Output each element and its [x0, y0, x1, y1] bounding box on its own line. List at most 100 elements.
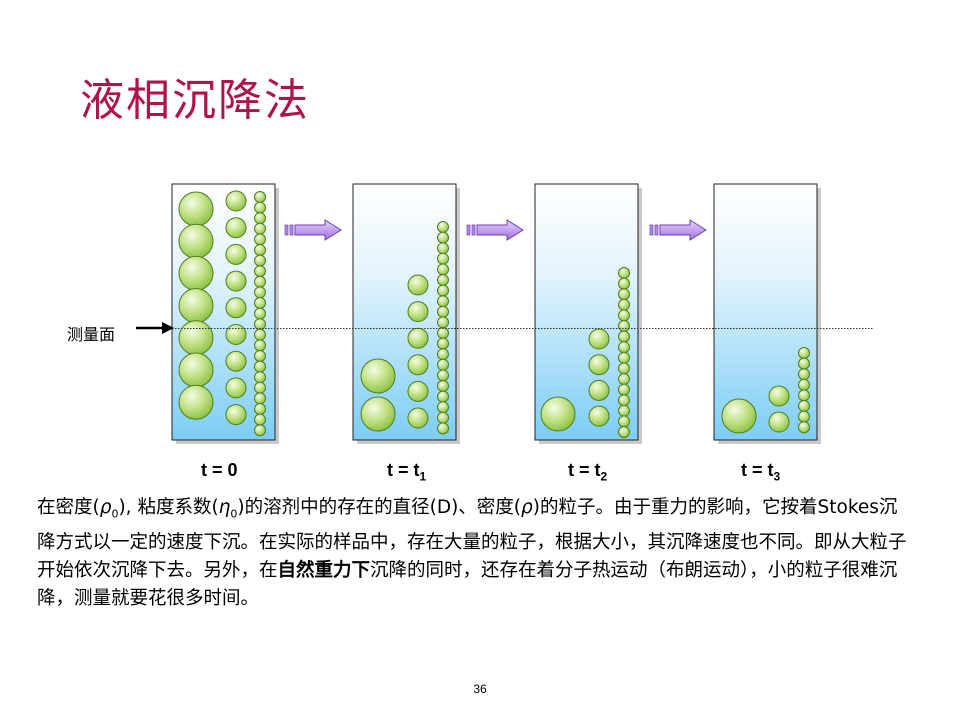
small-particle — [254, 360, 266, 373]
large-particle — [721, 398, 757, 434]
large-particle — [360, 396, 396, 432]
time-step-arrow-icon — [284, 219, 342, 241]
small-particle — [437, 390, 449, 403]
large-particle — [178, 352, 214, 388]
small-particle — [437, 252, 449, 265]
arrow-body — [294, 219, 342, 241]
medium-particle — [225, 324, 247, 345]
medium-particle — [588, 379, 610, 401]
medium-particle — [225, 377, 247, 399]
small-particle — [618, 341, 630, 354]
small-particle — [437, 305, 449, 318]
large-particle — [178, 384, 214, 420]
small-particle — [254, 254, 266, 267]
small-particle — [618, 277, 630, 290]
medium-particle — [768, 411, 790, 433]
small-particle — [254, 413, 266, 426]
small-particle — [437, 284, 449, 297]
time-step-arrow-icon — [649, 219, 707, 241]
small-particle — [437, 358, 449, 371]
small-particle — [437, 348, 449, 361]
arrow-tail-bar — [284, 224, 289, 236]
small-particle — [437, 274, 449, 286]
small-particle — [254, 371, 266, 384]
page-number: 36 — [473, 682, 487, 696]
medium-particle — [407, 274, 429, 296]
small-particle — [437, 327, 449, 339]
medium-particle — [225, 404, 247, 426]
small-particle — [437, 411, 449, 424]
medium-particle — [225, 297, 247, 319]
arrow-tail-bar — [466, 224, 471, 236]
small-particle — [618, 426, 630, 438]
large-particle — [540, 396, 576, 432]
small-particle — [437, 337, 449, 350]
small-particle — [437, 422, 449, 435]
medium-particle — [768, 385, 790, 407]
small-particle — [254, 403, 266, 415]
small-particle — [618, 267, 630, 279]
small-particle — [437, 369, 449, 382]
medium-particle — [588, 354, 610, 376]
time-label-1: t = t1 — [387, 460, 427, 484]
medium-particle — [407, 354, 429, 376]
arrow-tail-bar — [654, 224, 659, 236]
small-particle — [254, 424, 266, 437]
small-particle — [618, 320, 630, 332]
large-particle — [178, 255, 214, 291]
small-particle — [254, 244, 266, 256]
pointer-arrow-icon — [136, 322, 174, 334]
small-particle — [798, 378, 810, 391]
small-particle — [798, 389, 810, 402]
medium-particle — [407, 327, 429, 349]
large-particle — [360, 358, 396, 394]
small-particle — [254, 201, 266, 214]
large-particle — [178, 191, 214, 227]
medium-particle — [225, 190, 247, 212]
small-particle — [254, 297, 266, 309]
small-particle — [618, 362, 630, 375]
measurement-plane-label: 测量面 — [67, 325, 116, 344]
small-particle — [254, 275, 266, 288]
small-particle — [254, 350, 266, 362]
small-particle — [798, 368, 810, 381]
medium-particle — [225, 217, 247, 239]
small-particle — [618, 351, 630, 364]
small-particle — [254, 381, 266, 394]
small-particle — [618, 373, 630, 385]
small-particle — [798, 400, 810, 412]
arrow-tail-bar — [649, 224, 654, 236]
small-particle — [618, 309, 630, 322]
small-particle — [798, 421, 810, 434]
small-particle — [437, 401, 449, 414]
small-particle — [618, 404, 630, 417]
small-particle — [437, 221, 449, 233]
medium-particle — [225, 350, 247, 372]
small-particle — [437, 295, 449, 308]
small-particle — [618, 288, 630, 301]
small-particle — [254, 212, 266, 225]
time-step-arrow-icon — [466, 219, 524, 241]
medium-particle — [407, 407, 429, 429]
description-paragraph: 在密度(ρ0), 粘度系数(η0)的溶剂中的存在的直径(D)、密度(ρ)的粒子。… — [37, 497, 907, 609]
small-particle — [618, 298, 630, 311]
arrow-tail-bar — [289, 224, 294, 236]
small-particle — [254, 191, 266, 203]
time-label-3: t = t3 — [741, 460, 781, 484]
arrow-tail-bar — [471, 224, 476, 236]
medium-particle — [588, 328, 610, 350]
small-particle — [254, 328, 266, 341]
page-title: 液相沉降法 — [80, 75, 310, 126]
medium-particle — [225, 270, 247, 292]
time-label-0: t = 0 — [201, 460, 238, 480]
small-particle — [798, 357, 810, 370]
large-particle — [178, 223, 214, 259]
small-particle — [437, 380, 449, 392]
medium-particle — [588, 405, 610, 427]
small-particle — [254, 265, 266, 278]
small-particle — [254, 222, 266, 235]
small-particle — [254, 286, 266, 299]
small-particle — [254, 307, 266, 320]
small-particle — [798, 410, 810, 423]
small-particle — [618, 394, 630, 407]
